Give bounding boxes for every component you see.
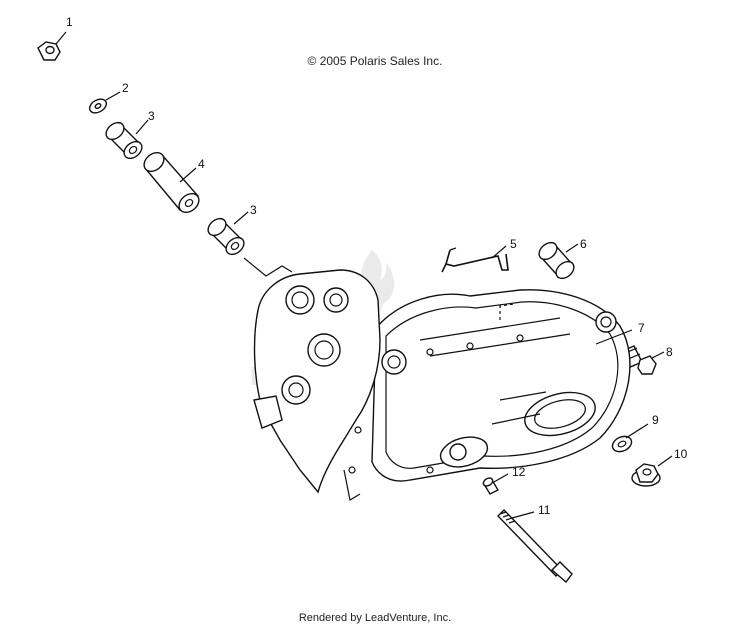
callout-4: 4 [198, 157, 205, 171]
callout-12: 12 [512, 465, 526, 479]
rendered-by-text: Rendered by LeadVenture, Inc. [298, 612, 452, 624]
callout-5: 5 [510, 237, 517, 251]
callout-3-lower: 3 [250, 203, 257, 217]
part-10-flange-nut [631, 463, 661, 487]
part-7-crankcase-assembly [243, 257, 631, 501]
part-12-dowel-pin [482, 477, 499, 495]
callout-3-upper: 3 [148, 109, 155, 123]
copyright-text: © 2005 Polaris Sales Inc. [307, 54, 443, 68]
callout-1: 1 [66, 15, 73, 29]
part-2-washer [88, 98, 108, 114]
callout-8: 8 [666, 345, 673, 359]
callout-6: 6 [580, 237, 587, 251]
part-11-stud-bolt [497, 509, 573, 584]
part-3-spacer-lower [207, 217, 245, 256]
callout-11: 11 [538, 503, 551, 517]
part-5-bracket [441, 247, 509, 273]
part-9-washer [611, 435, 633, 453]
part-6-bushing [538, 241, 575, 280]
callout-leaders [55, 31, 673, 519]
callout-2: 2 [122, 81, 129, 95]
callout-9: 9 [652, 413, 659, 427]
callout-labels: 1 2 3 4 3 5 6 7 8 9 10 12 11 [66, 15, 688, 517]
callout-10: 10 [674, 447, 688, 461]
callout-7: 7 [638, 321, 645, 335]
part-4-sleeve [143, 151, 200, 214]
part-3-spacer-upper [105, 121, 143, 160]
part-1-hex-nut [37, 41, 61, 61]
